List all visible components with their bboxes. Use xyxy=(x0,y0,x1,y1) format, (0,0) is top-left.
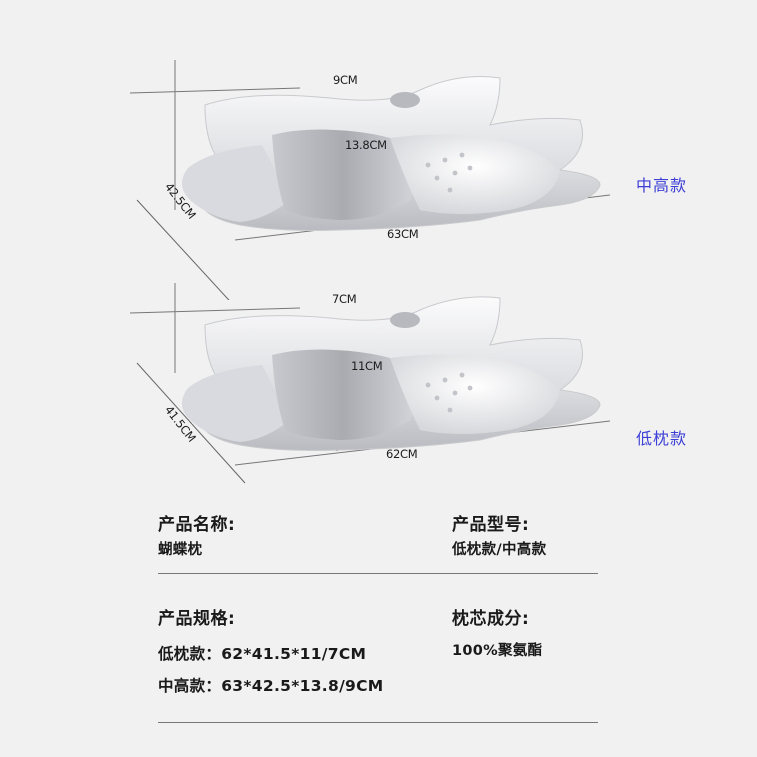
dim-center-height: 13.8CM xyxy=(345,138,387,152)
dim-center-height: 11CM xyxy=(351,359,383,373)
product-name-value: 蝴蝶枕 xyxy=(158,542,203,558)
product-name-label: 产品名称: xyxy=(158,515,236,535)
material-value: 100%聚氨酯 xyxy=(452,643,543,659)
product-size-label: 产品规格: xyxy=(158,609,236,629)
product-model-label: 产品型号: xyxy=(452,515,530,535)
pillow-illustration xyxy=(129,60,611,300)
material-label: 枕芯成分: xyxy=(452,609,530,629)
model-tag-low: 低枕款 xyxy=(636,429,688,448)
dim-length: 62CM xyxy=(386,447,418,461)
divider xyxy=(158,722,598,723)
pillow-illustration xyxy=(129,283,611,484)
dim-top-height: 7CM xyxy=(332,292,357,306)
dim-top-height: 9CM xyxy=(333,73,358,87)
product-model-value: 低枕款/中高款 xyxy=(452,542,547,558)
dim-length: 63CM xyxy=(387,227,419,241)
product-size-high: 中高款：63*42.5*13.8/9CM xyxy=(158,677,384,695)
divider xyxy=(158,573,598,574)
pillow-diagram-low: 7CM 11CM 62CM 41.5CM 低枕款 xyxy=(0,283,757,523)
model-tag-high: 中高款 xyxy=(636,176,688,195)
pillow-diagram-high: 9CM 13.8CM 63CM 42.5CM 中高款 xyxy=(0,60,757,300)
product-size-low: 低枕款：62*41.5*11/7CM xyxy=(158,645,367,663)
